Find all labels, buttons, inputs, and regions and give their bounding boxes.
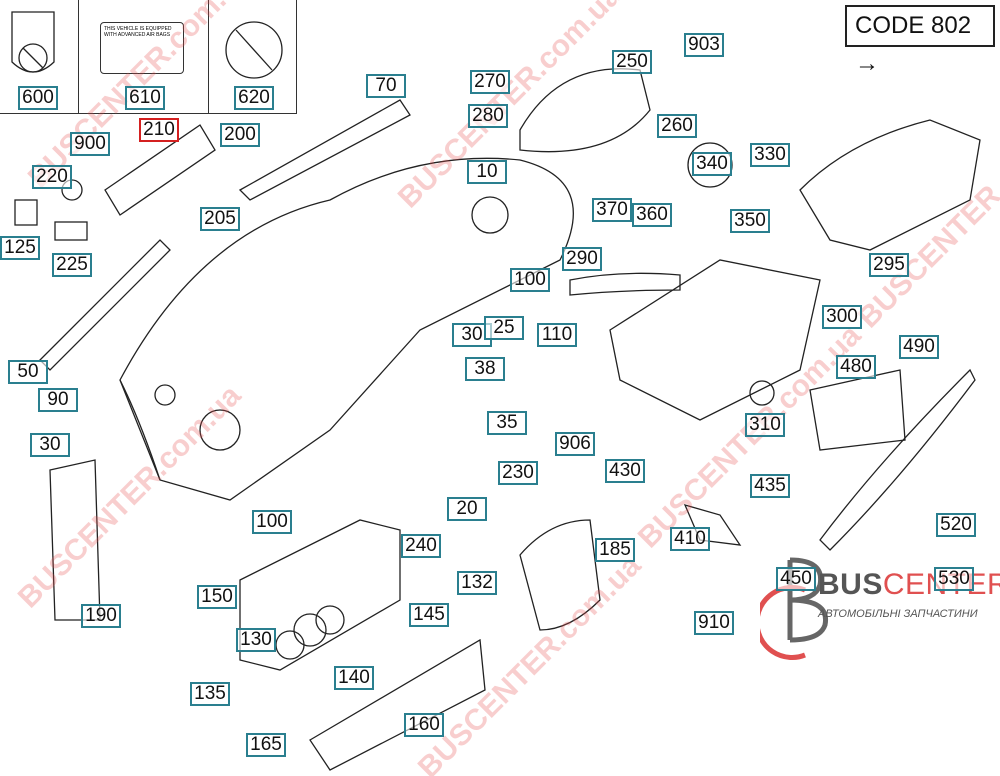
part-label-100[interactable]: 100 (510, 268, 550, 292)
airbag-sticker: THIS VEHICLE IS EQUIPPED WITH ADVANCED A… (100, 22, 184, 74)
part-label-430[interactable]: 430 (605, 459, 645, 483)
part-label-220[interactable]: 220 (32, 165, 72, 189)
sticker-panel-610: THIS VEHICLE IS EQUIPPED WITH ADVANCED A… (78, 0, 209, 114)
part-label-906[interactable]: 906 (555, 432, 595, 456)
part-label-125[interactable]: 125 (0, 236, 40, 260)
part-label-610[interactable]: 610 (125, 86, 165, 110)
part-label-10[interactable]: 10 (467, 160, 507, 184)
part-label-290[interactable]: 290 (562, 247, 602, 271)
part-label-520[interactable]: 520 (936, 513, 976, 537)
part-label-90[interactable]: 90 (38, 388, 78, 412)
part-label-145[interactable]: 145 (409, 603, 449, 627)
part-label-110[interactable]: 110 (537, 323, 577, 347)
part-label-210[interactable]: 210 (139, 118, 179, 142)
code-label: CODE 802 (855, 12, 972, 39)
part-label-450[interactable]: 450 (776, 567, 816, 591)
part-label-35[interactable]: 35 (487, 411, 527, 435)
sticker-panel-620 (208, 0, 297, 114)
part-label-160[interactable]: 160 (404, 713, 444, 737)
dashboard (39, 99, 574, 621)
part-label-360[interactable]: 360 (632, 203, 672, 227)
part-label-480[interactable]: 480 (836, 355, 876, 379)
part-label-410[interactable]: 410 (670, 527, 710, 551)
part-label-50[interactable]: 50 (8, 360, 48, 384)
part-label-30[interactable]: 30 (30, 433, 70, 457)
part-label-530[interactable]: 530 (934, 567, 974, 591)
code-802-box: CODE 802 → (845, 5, 995, 77)
part-label-70[interactable]: 70 (366, 74, 406, 98)
part-label-260[interactable]: 260 (657, 114, 697, 138)
part-label-130[interactable]: 130 (236, 628, 276, 652)
part-label-435[interactable]: 435 (750, 474, 790, 498)
part-label-300[interactable]: 300 (822, 305, 862, 329)
part-label-340[interactable]: 340 (692, 152, 732, 176)
part-label-490[interactable]: 490 (899, 335, 939, 359)
part-label-350[interactable]: 350 (730, 209, 770, 233)
arrow-right-icon: → (855, 50, 879, 77)
part-label-185[interactable]: 185 (595, 538, 635, 562)
part-label-205[interactable]: 205 (200, 207, 240, 231)
part-label-270[interactable]: 270 (470, 70, 510, 94)
part-label-150[interactable]: 150 (197, 585, 237, 609)
part-label-25[interactable]: 25 (484, 316, 524, 340)
part-label-370[interactable]: 370 (592, 198, 632, 222)
sticker-icons (11, 11, 283, 79)
part-label-903[interactable]: 903 (684, 33, 724, 57)
part-label-280[interactable]: 280 (468, 104, 508, 128)
part-label-38[interactable]: 38 (465, 357, 505, 381)
part-label-230[interactable]: 230 (498, 461, 538, 485)
part-label-900[interactable]: 900 (70, 132, 110, 156)
part-label-20[interactable]: 20 (447, 497, 487, 521)
part-label-295[interactable]: 295 (869, 253, 909, 277)
part-label-250[interactable]: 250 (612, 50, 652, 74)
logo-tagline: АВТОМОБІЛЬНІ ЗАПЧАСТИНИ (818, 608, 978, 620)
part-label-600[interactable]: 600 (18, 86, 58, 110)
part-label-620[interactable]: 620 (234, 86, 274, 110)
part-label-910[interactable]: 910 (694, 611, 734, 635)
sticker-panel-600 (0, 0, 79, 114)
part-label-135[interactable]: 135 (190, 682, 230, 706)
part-label-225[interactable]: 225 (52, 253, 92, 277)
part-label-132[interactable]: 132 (457, 571, 497, 595)
part-label-330[interactable]: 330 (750, 143, 790, 167)
part-label-140[interactable]: 140 (334, 666, 374, 690)
part-label-240[interactable]: 240 (401, 534, 441, 558)
part-label-200[interactable]: 200 (220, 123, 260, 147)
part-label-100[interactable]: 100 (252, 510, 292, 534)
part-label-165[interactable]: 165 (246, 733, 286, 757)
part-label-310[interactable]: 310 (745, 413, 785, 437)
part-label-190[interactable]: 190 (81, 604, 121, 628)
